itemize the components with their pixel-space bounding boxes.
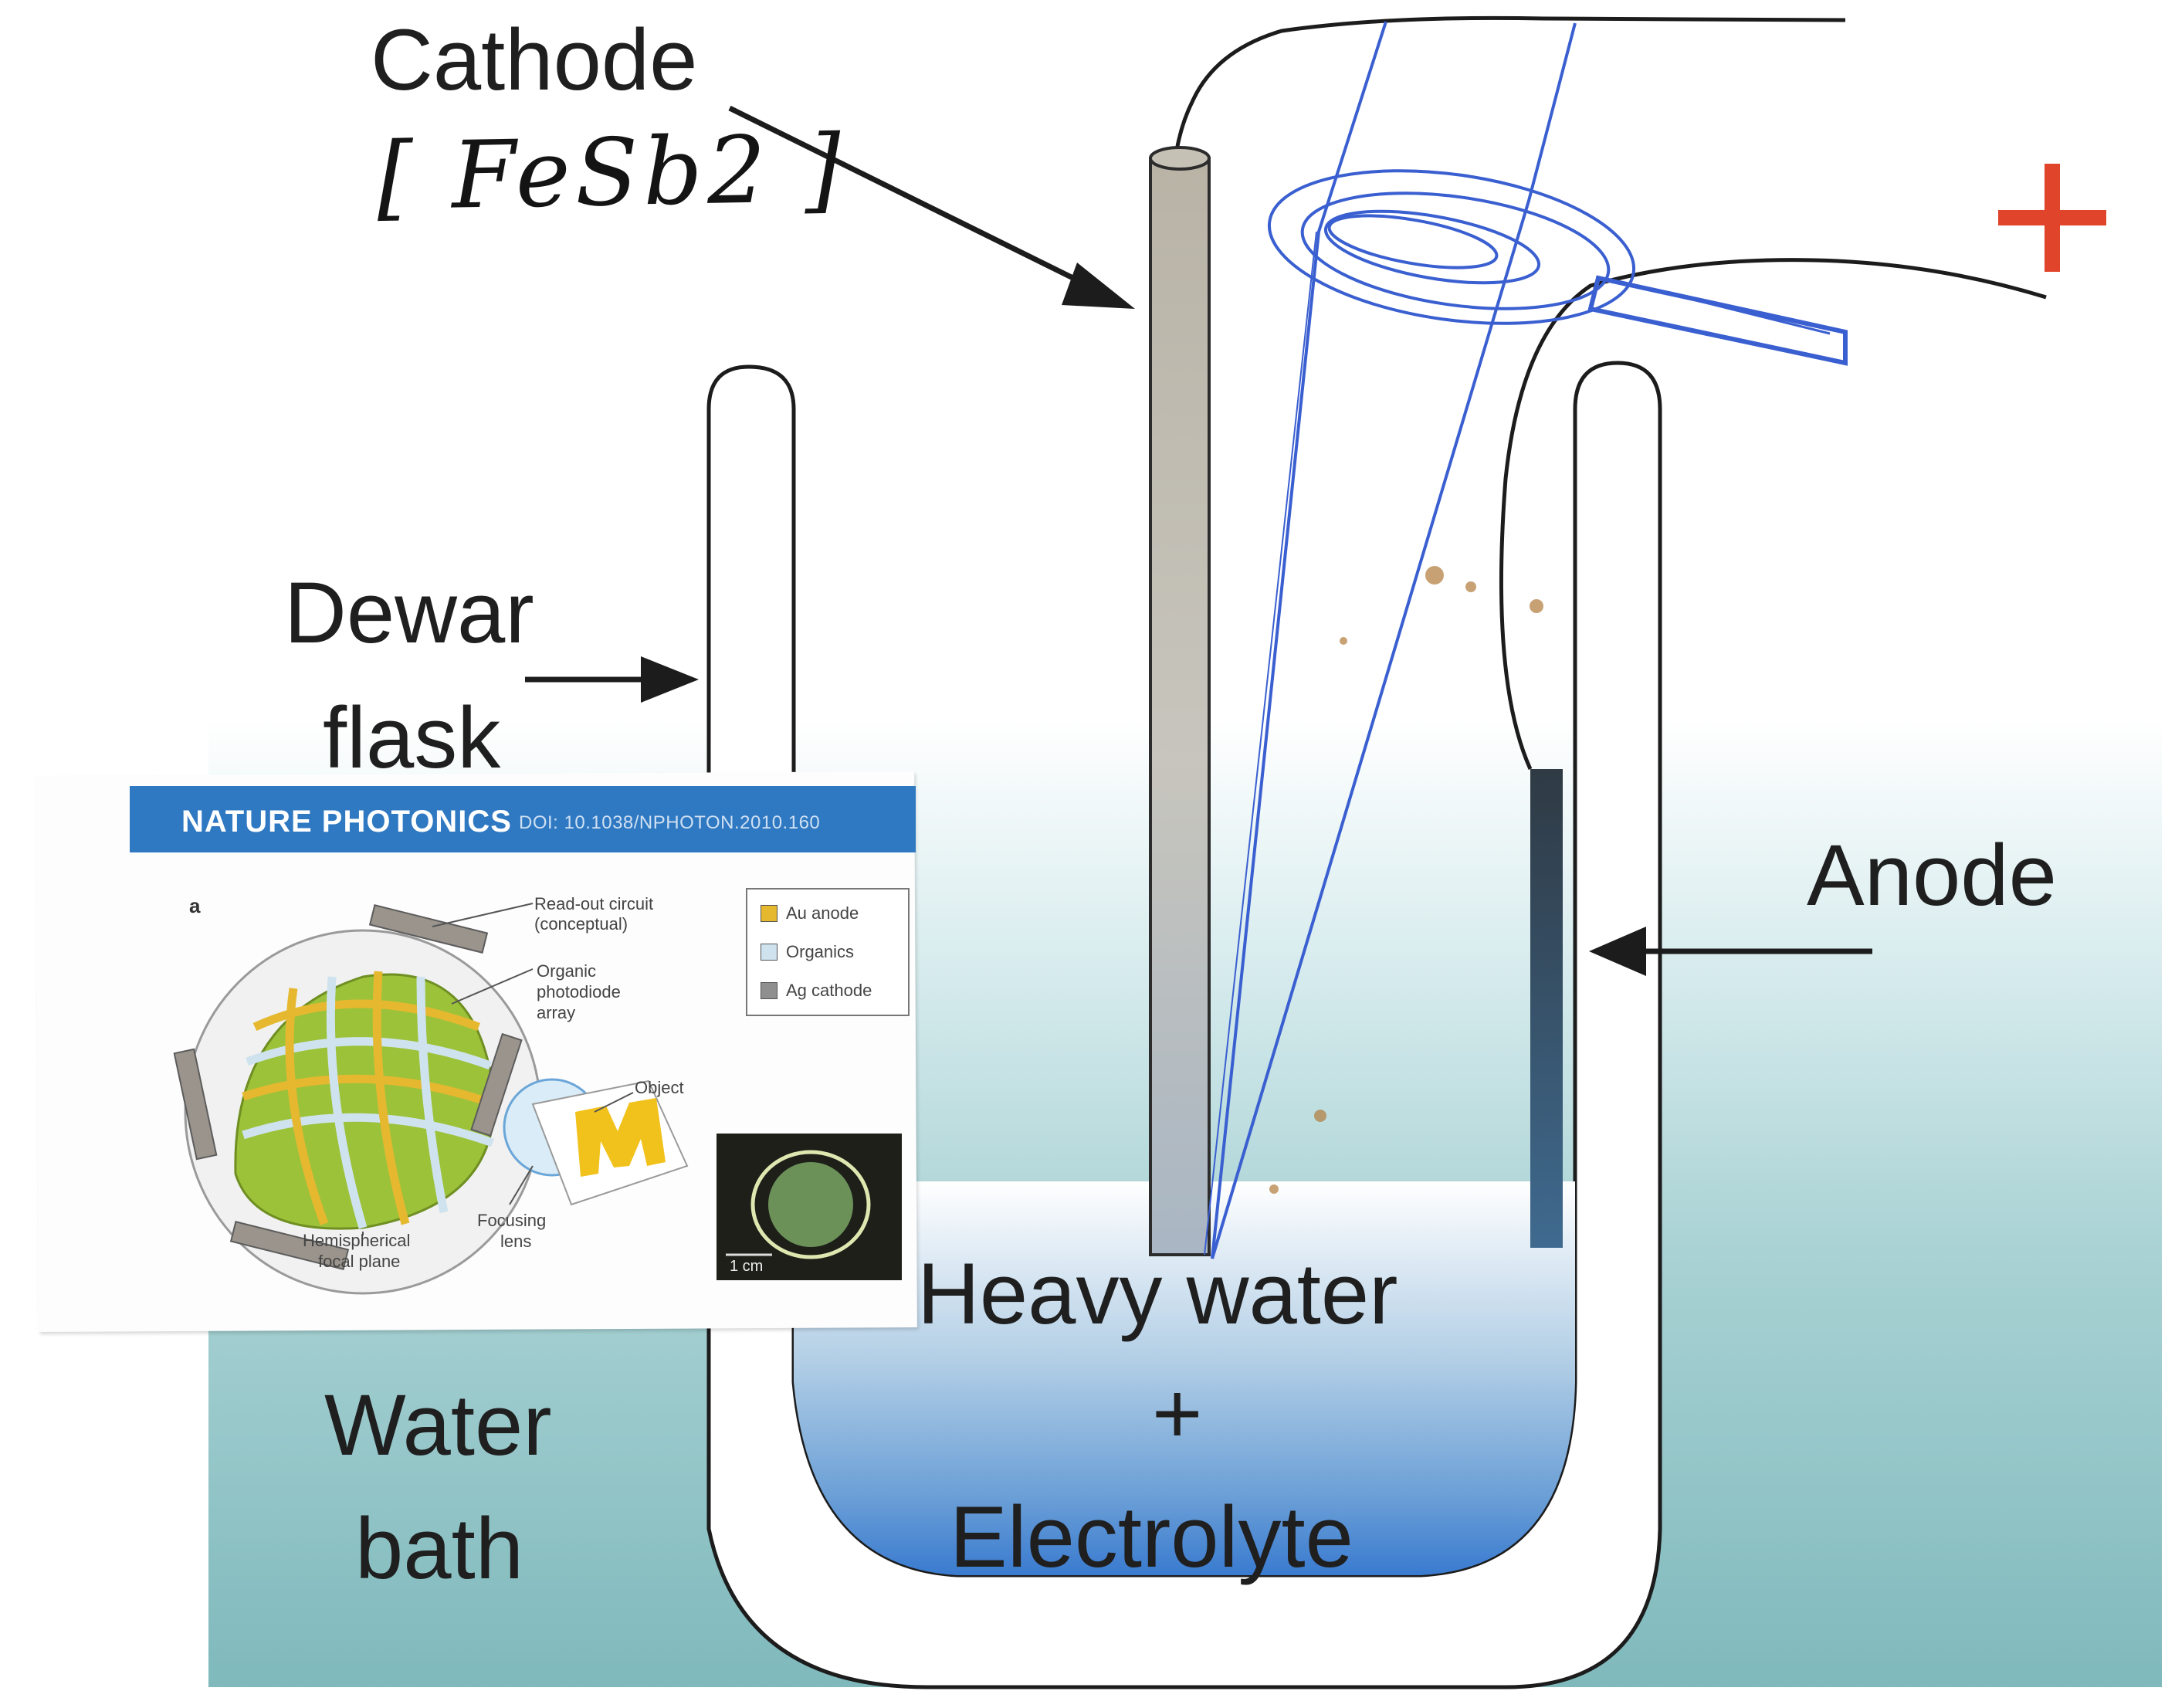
callout-readout-line1: Read-out circuit [534, 894, 653, 913]
legend-swatch-organics [761, 944, 778, 961]
legend-organics: Organics [786, 942, 854, 961]
callout-hemispherical-line2: focal plane [318, 1252, 400, 1271]
callout-hemispherical-line1: Hemispherical [303, 1231, 410, 1250]
legend-au-anode: Au anode [786, 903, 859, 923]
callout-organic-line1: Organic [537, 961, 596, 981]
callout-organic-line2: photodiode [537, 982, 621, 1001]
callout-object: Object [635, 1078, 684, 1097]
callout-lens-line1: Focusing [477, 1211, 546, 1230]
callout-organic-line3: array [537, 1003, 575, 1022]
legend-ag-cathode: Ag cathode [786, 981, 872, 1000]
legend-swatch-au-anode [761, 905, 778, 922]
legend-swatch-ag-cathode [761, 982, 778, 999]
callout-lens-line2: lens [500, 1232, 531, 1251]
callout-readout-line2: (conceptual) [534, 914, 628, 934]
photo-scale-bar-label: 1 cm [730, 1259, 763, 1274]
